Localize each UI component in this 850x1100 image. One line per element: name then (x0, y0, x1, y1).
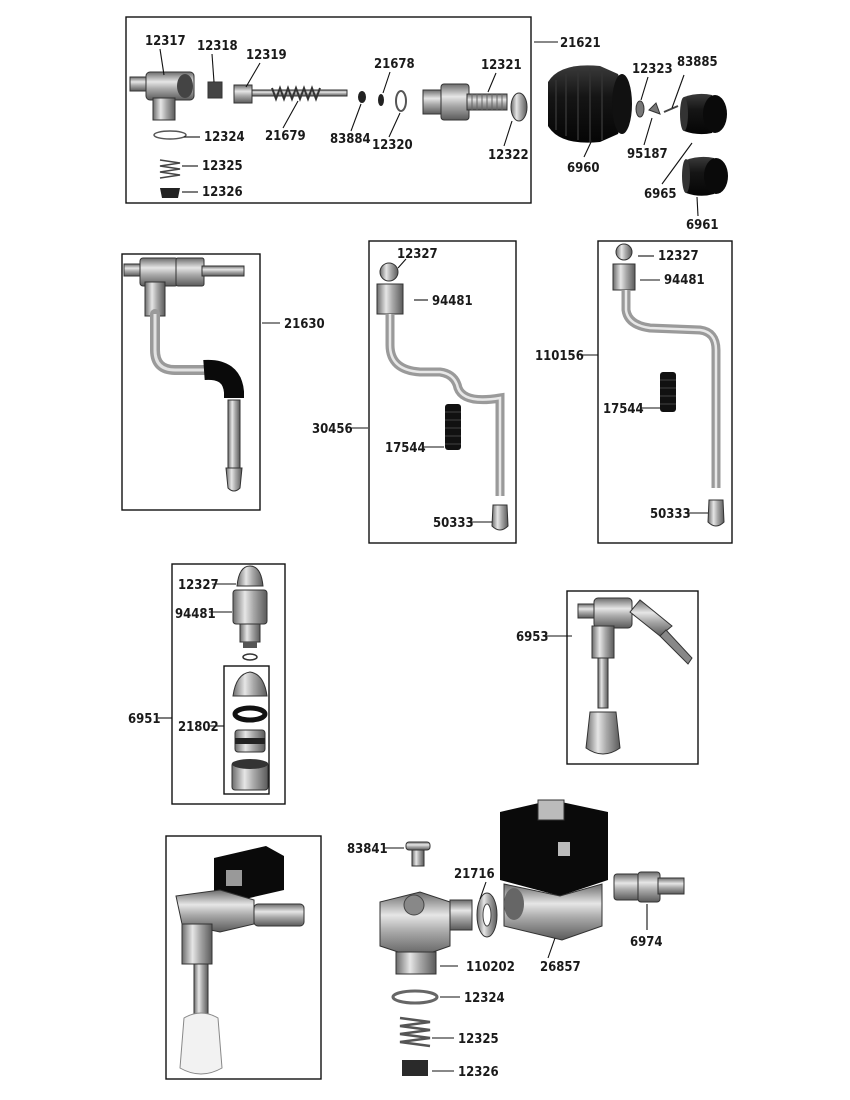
label-6965: 6965 (644, 187, 677, 202)
label-12319: 12319 (246, 48, 287, 63)
label-21621: 21621 (560, 36, 601, 51)
label-12324-b: 12324 (464, 991, 505, 1006)
label-94481-c: 94481 (175, 607, 216, 622)
label-26857: 26857 (540, 960, 581, 975)
label-17544-b: 17544 (603, 402, 644, 417)
label-21802: 21802 (178, 720, 219, 735)
label-21716: 21716 (454, 867, 495, 882)
label-12324: 12324 (204, 130, 245, 145)
part-12323-washer (635, 100, 645, 118)
label-21678: 21678 (374, 57, 415, 72)
label-12326-b: 12326 (458, 1065, 499, 1080)
label-83885: 83885 (677, 55, 718, 70)
label-12322: 12322 (488, 148, 529, 163)
part-12321-fitting (422, 83, 508, 121)
assembly-21621: 12317 12318 12319 21679 21678 83884 1232… (125, 16, 728, 233)
assembly-6953: 6953 (516, 590, 699, 765)
label-12325: 12325 (202, 159, 243, 174)
label-12327-c: 12327 (178, 578, 219, 593)
label-6953: 6953 (516, 630, 549, 645)
assembly-6951-frame (171, 563, 286, 805)
part-12324-washer (153, 130, 187, 140)
label-6951: 6951 (128, 712, 161, 727)
part-6961-cap (682, 156, 728, 196)
kit-21802-frame (223, 665, 270, 795)
part-12326-cap (160, 188, 180, 198)
part-6960-knob (548, 65, 632, 143)
label-50333: 50333 (433, 516, 474, 531)
label-17544: 17544 (385, 441, 426, 456)
label-12325-b: 12325 (458, 1032, 499, 1047)
label-95187: 95187 (627, 147, 668, 162)
label-6961: 6961 (686, 218, 719, 233)
part-12325-spring (159, 159, 181, 179)
assembly-21630: 21630 (121, 253, 325, 511)
label-30456: 30456 (312, 422, 353, 437)
assembly-110156: 12327 94481 110156 17544 50333 (535, 240, 733, 544)
label-110202: 110202 (466, 960, 515, 975)
label-12323: 12323 (632, 62, 673, 77)
label-83841: 83841 (347, 842, 388, 857)
label-94481-b: 94481 (664, 273, 705, 288)
label-12317: 12317 (145, 34, 186, 49)
assembly-solenoid-exploded: 83841 21716 110202 26857 6974 12324 1232… (347, 799, 685, 1080)
label-6960: 6960 (567, 161, 600, 176)
assembly-110156-frame (597, 240, 733, 544)
assembly-solenoid-photo (165, 835, 322, 1080)
assembly-6953-frame (566, 590, 699, 765)
label-21630: 21630 (284, 317, 325, 332)
label-110156: 110156 (535, 349, 584, 364)
assembly-solenoid-frame (165, 835, 322, 1080)
assembly-21630-frame (121, 253, 261, 511)
assembly-30456: 12327 94481 30456 17544 50333 (312, 240, 517, 544)
part-12317-tee-body (129, 71, 195, 121)
part-83885-screw (663, 105, 679, 113)
assembly-30456-frame (368, 240, 517, 544)
label-12326: 12326 (202, 185, 243, 200)
label-12327: 12327 (397, 247, 438, 262)
label-50333-b: 50333 (650, 507, 691, 522)
label-94481: 94481 (432, 294, 473, 309)
part-12319-stem (233, 84, 348, 104)
part-95187-nut (648, 102, 661, 115)
assembly-6951: 12327 94481 6951 21802 (128, 563, 286, 805)
label-12327-b: 12327 (658, 249, 699, 264)
label-83884: 83884 (330, 132, 371, 147)
label-21679: 21679 (265, 129, 306, 144)
part-21678-oring (358, 90, 407, 112)
part-12322-nut (510, 92, 528, 122)
assembly-21621-frame (125, 16, 532, 204)
label-6974: 6974 (630, 935, 663, 950)
label-12318: 12318 (197, 39, 238, 54)
label-12320: 12320 (372, 138, 413, 153)
part-6965-cap (680, 93, 727, 135)
part-12318-nut (207, 81, 223, 99)
label-12321: 12321 (481, 58, 522, 73)
